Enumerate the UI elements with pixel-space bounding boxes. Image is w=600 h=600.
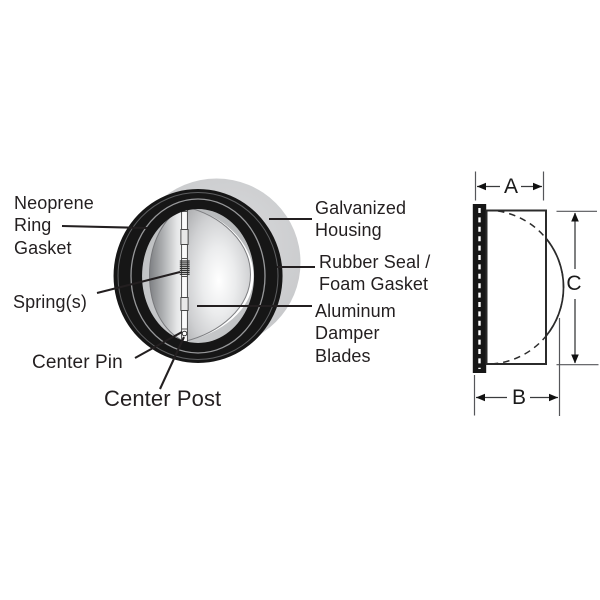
label-center-post: Center Post	[104, 386, 222, 411]
side-housing-outline	[485, 209, 547, 365]
ring-outer-rim-line	[117, 192, 279, 360]
spring-coil	[179, 260, 190, 275]
label-center-pin: Center Pin	[32, 352, 123, 373]
dimension-a	[474, 171, 545, 201]
center-pin	[181, 330, 188, 337]
pointer-line-center-pin	[134, 331, 183, 359]
pointer-line-center-post	[159, 336, 185, 390]
pointer-line-neoprene	[61, 224, 148, 230]
label-neoprene-ring-gasket: Neoprene Ring Gasket	[14, 193, 94, 258]
dimension-label-a: A	[503, 175, 518, 198]
label-aluminum-damper-blades: Aluminum Damper Blades	[315, 301, 396, 366]
dimension-c	[556, 210, 599, 366]
dimension-label-c: C	[566, 272, 582, 295]
damper-blade-left	[148, 205, 185, 343]
ring-separator-line	[130, 198, 266, 354]
label-springs: Spring(s)	[13, 292, 87, 312]
label-galvanized-housing: Galvanized Housing	[315, 198, 407, 241]
damper-blade-right	[183, 205, 252, 343]
dimension-b	[473, 318, 561, 416]
label-rubber-seal-foam-gasket: Rubber Seal / Foam Gasket	[319, 252, 431, 295]
blade-dome-solid	[545, 237, 565, 337]
dimension-label-b: B	[511, 386, 526, 409]
damper-front-view	[113, 178, 301, 363]
damper-side-view	[472, 171, 599, 416]
pointer-line-springs	[96, 270, 181, 295]
pointer-lines	[61, 217, 315, 390]
flange-bar	[472, 204, 487, 373]
